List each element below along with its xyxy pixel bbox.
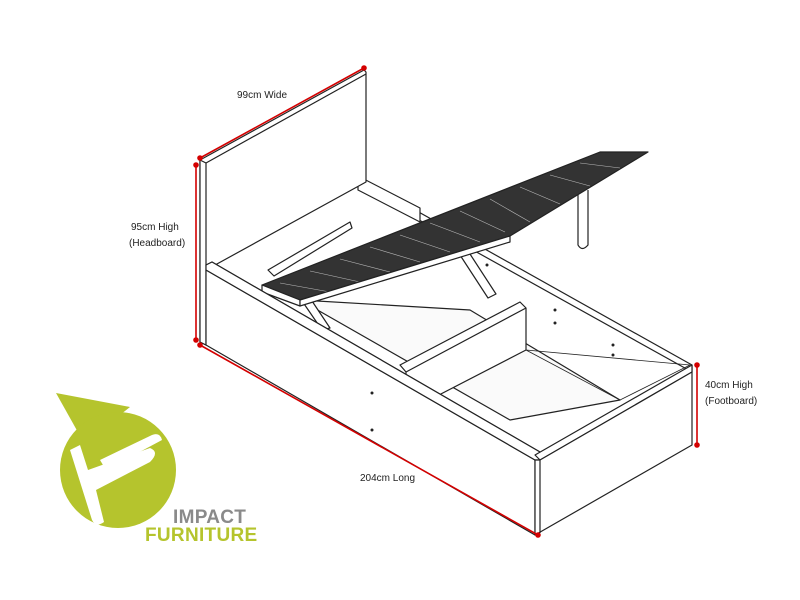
brand-line2: FURNITURE	[145, 525, 258, 546]
back-rail-block	[357, 175, 421, 223]
headboard-height-label: 95cm High	[131, 222, 179, 233]
impact-furniture-logo-mark	[56, 393, 176, 528]
footboard-height-label: 40cm High	[705, 380, 753, 391]
footboard-face	[534, 371, 693, 536]
width-dimension-line	[199, 67, 365, 159]
width-label: 99cm Wide	[237, 90, 288, 101]
headboard-edge	[199, 159, 207, 346]
length-label: 204cm Long	[360, 473, 416, 484]
footboard-note: (Footboard)	[705, 396, 758, 407]
brand-line1: IMPACT	[173, 507, 247, 528]
length-dimension-line	[199, 344, 539, 536]
headboard-note: (Headboard)	[129, 238, 186, 249]
